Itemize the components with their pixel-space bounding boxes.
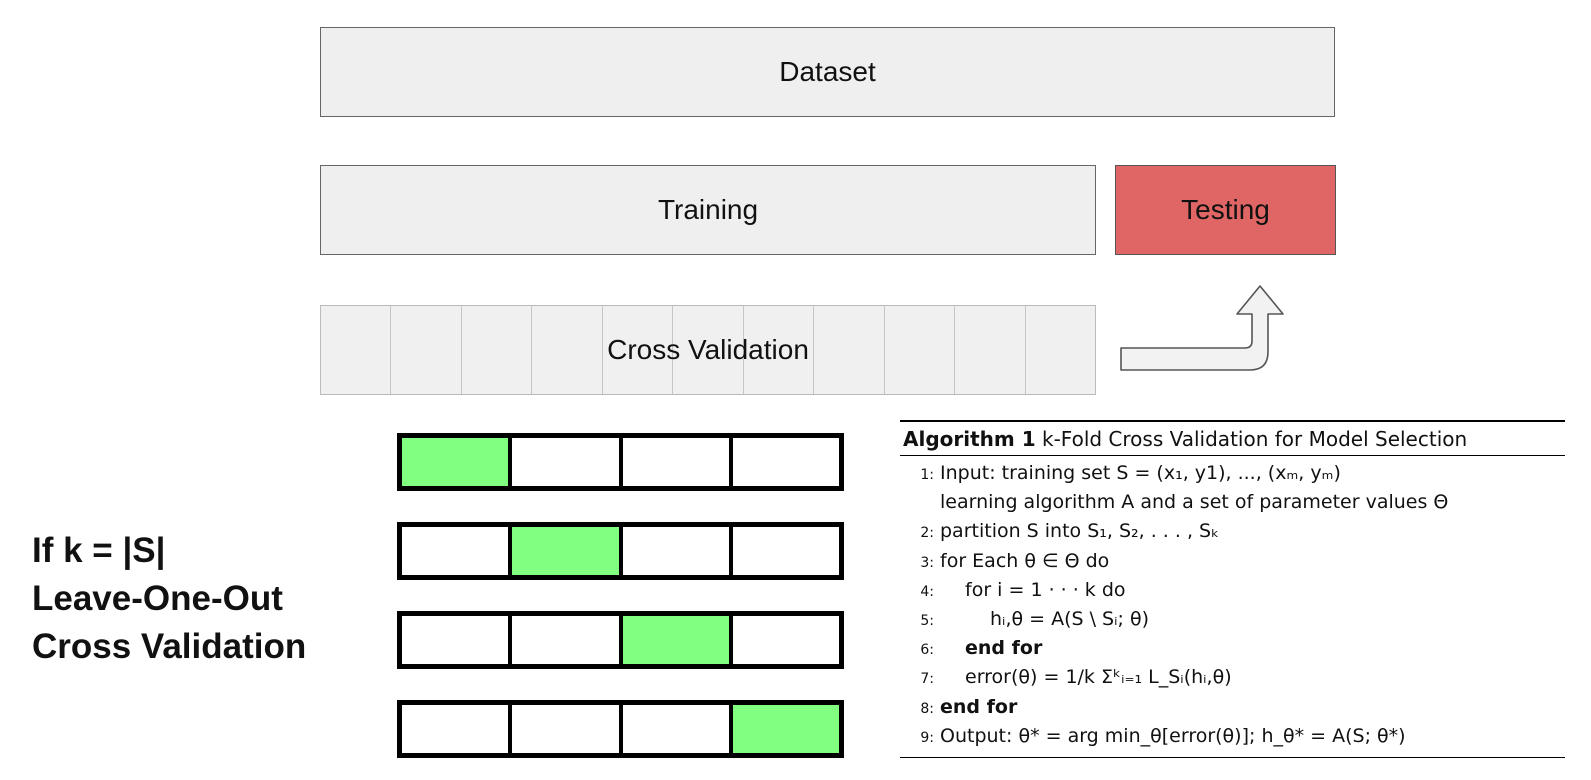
algorithm-line: 5: hᵢ,θ = A(S \ Sᵢ; θ)	[900, 605, 1565, 634]
line-number: 2:	[920, 525, 934, 542]
algorithm-line: 6: end for	[900, 634, 1565, 663]
algorithm-line: 7: error(θ) = 1/k Σᵏᵢ₌₁ L_Sᵢ(hᵢ,θ)	[900, 663, 1565, 692]
line-text: error(θ) = 1/k Σᵏᵢ₌₁ L_Sᵢ(hᵢ,θ)	[965, 666, 1232, 689]
cv-cell	[814, 306, 885, 394]
line-number: 5:	[920, 612, 934, 629]
algorithm-line: 4: for i = 1 · · · k do	[900, 576, 1565, 605]
line-text: end for	[940, 695, 1018, 718]
line-text: hᵢ,θ = A(S \ Sᵢ; θ)	[990, 607, 1149, 630]
dataset-label: Dataset	[779, 56, 876, 87]
fold-row-2	[397, 522, 844, 580]
line-number: 1:	[920, 467, 934, 483]
testing-block: Testing	[1115, 165, 1336, 255]
fold-row-1	[397, 433, 844, 491]
fold-cell	[623, 527, 733, 575]
cross-validation-block: Cross Validation	[320, 305, 1096, 395]
cross-validation-label: Cross Validation	[607, 334, 809, 365]
cv-cell	[391, 306, 462, 394]
cv-cell	[603, 306, 674, 394]
training-block: Training	[320, 165, 1096, 255]
line-number: 4:	[920, 583, 934, 600]
fold-cell	[623, 438, 733, 486]
training-label: Training	[657, 194, 759, 225]
fold-cell	[512, 616, 623, 664]
line-text: end for	[965, 637, 1043, 660]
fold-cell-validation	[402, 438, 513, 486]
algorithm-number: Algorithm 1	[903, 427, 1036, 451]
fold-row-3	[397, 611, 844, 669]
fold-cell	[402, 616, 513, 664]
algorithm-line: 8: end for	[900, 693, 1565, 722]
algorithm-line: 2: partition S into S₁, S₂, . . . , Sₖ	[900, 517, 1565, 546]
line-number: 7:	[920, 671, 934, 688]
line-number: 6:	[920, 642, 934, 659]
cv-cell	[885, 306, 956, 394]
line-text: for i = 1 · · · k do	[965, 578, 1126, 601]
fold-row-4	[397, 700, 844, 758]
line-text: Output: θ* = arg min_θ[error(θ)]; h_θ* =…	[940, 724, 1406, 747]
algorithm-line: 3: for Each θ ∈ Θ do	[900, 547, 1565, 576]
leave-one-out-caption: If k = |S| Leave-One-Out Cross Validatio…	[32, 531, 307, 666]
line-number: 9:	[920, 729, 934, 746]
algorithm-line: learning algorithm A and a set of parame…	[900, 488, 1565, 517]
testing-label: Testing	[1181, 194, 1270, 225]
cv-cell	[1026, 306, 1095, 394]
cv-cell	[321, 306, 392, 394]
fold-cell-validation	[732, 705, 839, 753]
algorithm-line: 1: Input: training set S = (x₁, y1), ...,…	[900, 459, 1565, 488]
algorithm-header: Algorithm 1 k-Fold Cross Validation for …	[900, 420, 1565, 456]
fold-cell	[733, 616, 839, 664]
fold-cell	[733, 438, 839, 486]
cv-cell	[673, 306, 744, 394]
algorithm-lines: 1: Input: training set S = (x₁, y1), ...,…	[900, 456, 1565, 758]
cv-cell	[532, 306, 603, 394]
cv-cell	[744, 306, 815, 394]
dataset-block: Dataset	[320, 27, 1335, 117]
algorithm-title: k-Fold Cross Validation for Model Select…	[1042, 427, 1468, 451]
fold-cell	[733, 527, 839, 575]
line-number: 8:	[920, 700, 934, 717]
fold-cell-validation	[622, 616, 733, 664]
fold-cell	[623, 705, 733, 753]
line-text: partition S into S₁, S₂, . . . , Sₖ	[940, 520, 1220, 543]
fold-cell	[512, 705, 623, 753]
fold-cell-validation	[512, 527, 623, 575]
algorithm-box: Algorithm 1 k-Fold Cross Validation for …	[900, 420, 1565, 758]
fold-cell	[402, 527, 513, 575]
fold-cell	[402, 705, 513, 753]
algorithm-line: 9: Output: θ* = arg min_θ[error(θ)]; h_θ*…	[900, 722, 1565, 751]
fold-cell	[512, 438, 623, 486]
bent-up-arrow-icon	[1120, 285, 1284, 371]
cv-cell	[955, 306, 1026, 394]
line-text: learning algorithm A and a set of parame…	[940, 491, 1449, 514]
cv-cell	[462, 306, 533, 394]
cv-cells	[321, 306, 1095, 394]
line-number: 3:	[920, 554, 934, 571]
line-text: Input: training set S = (x₁, y1), ..., (…	[940, 462, 1341, 484]
line-text: for Each θ ∈ Θ do	[940, 549, 1110, 572]
